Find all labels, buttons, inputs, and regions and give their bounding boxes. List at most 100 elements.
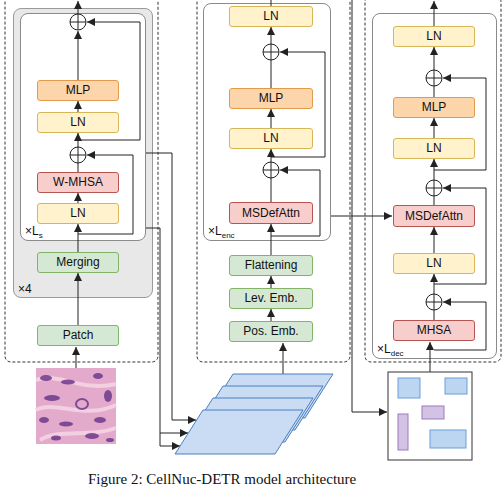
flow-arrow <box>434 118 435 138</box>
flow-line <box>78 31 79 80</box>
flow-arrow <box>78 101 79 112</box>
flow-arrow <box>271 109 272 128</box>
feature-map <box>185 398 313 442</box>
decoder-frame <box>365 0 501 362</box>
detection-canvas <box>388 372 472 460</box>
embedding-box: Flattening <box>229 255 313 276</box>
flow-arrow <box>434 274 435 320</box>
block-label: Merging <box>56 256 99 269</box>
repeat-count: ×L <box>377 342 391 356</box>
nucleus <box>61 380 75 385</box>
detection-box <box>398 414 408 450</box>
embedding-box: Pos. Emb. <box>229 321 313 342</box>
norm-box: LN <box>393 253 475 274</box>
flow-arrow <box>434 47 435 97</box>
attention-box: MSDefAttn <box>229 202 313 224</box>
block-label: MLP <box>422 101 447 114</box>
residual-line <box>434 78 486 170</box>
residual-line <box>271 170 320 236</box>
nucleus <box>93 373 103 379</box>
stage-group: ×4 ×Ls MLP LN W-MHSA LN Merging <box>13 8 153 298</box>
nucleus <box>106 438 114 442</box>
norm-box: LN <box>393 26 475 47</box>
tissue-background <box>36 368 116 444</box>
repeat-label: ×Lenc <box>208 223 235 239</box>
flow-arrow <box>271 276 272 288</box>
norm-box: LN <box>229 128 313 149</box>
repeat-subscript: s <box>39 231 43 240</box>
block-label: LN <box>70 207 85 220</box>
block-label: LN <box>70 116 85 129</box>
norm-box: LN <box>37 112 119 133</box>
feature-map <box>205 374 333 418</box>
sum-symbol <box>426 180 442 196</box>
nucleus <box>51 436 61 441</box>
mlp-box: MLP <box>393 97 475 118</box>
residual-line <box>434 302 486 350</box>
nucleus <box>44 395 60 401</box>
flow-arrow <box>271 27 272 88</box>
figure-caption: Figure 2: CellNuc-DETR model architectur… <box>88 471 356 488</box>
feature-line <box>146 228 180 446</box>
nucleus <box>104 390 112 402</box>
repeat-label: ×Ls <box>25 223 43 239</box>
block-label: MHSA <box>417 324 452 337</box>
block-label: LN <box>263 132 278 145</box>
mlp-box: MLP <box>229 88 313 109</box>
flow-arrow <box>271 149 272 202</box>
block-label: MSDefAttn <box>242 207 300 220</box>
flow-arrow <box>434 227 435 253</box>
block-label: LN <box>263 10 278 23</box>
repeat-count: ×L <box>25 224 39 238</box>
repeat-label: ×4 <box>18 281 32 296</box>
flow-arrow <box>78 133 79 172</box>
nucleus <box>40 375 52 381</box>
sum-symbol <box>263 162 279 178</box>
block-label: MSDefAttn <box>405 210 463 223</box>
tissue-image <box>36 368 116 444</box>
flow-arrow <box>78 224 79 252</box>
encoder-frame <box>197 0 350 362</box>
repeat-count: ×4 <box>18 282 32 296</box>
nucleus <box>94 417 106 423</box>
input-line <box>76 347 77 368</box>
output-line <box>78 1 79 14</box>
attention-box: MHSA <box>393 320 475 341</box>
block-label: LN <box>426 30 441 43</box>
norm-box: LN <box>229 6 313 27</box>
flow-arrow <box>78 273 79 325</box>
repeat-block: ×Ls MLP LN W-MHSA LN <box>20 13 146 241</box>
memory-line <box>331 216 392 217</box>
block-label: Flattening <box>245 259 298 272</box>
detection-box <box>422 406 444 419</box>
repeat-block: ×LdecLNMLPLNMSDefAttnLNMHSA <box>372 13 497 359</box>
nucleus <box>39 417 49 423</box>
output-line <box>434 1 435 26</box>
input-line <box>430 342 431 372</box>
detection-box <box>398 378 420 398</box>
backbone-frame <box>5 0 158 362</box>
block-label: Pos. Emb. <box>243 325 298 338</box>
mlp-box: MLP <box>37 80 119 101</box>
nucleus <box>76 399 88 409</box>
residual-line <box>271 52 325 157</box>
repeat-block: ×Lenc LN MLP LN MSDefAttn <box>203 3 331 241</box>
block-label: LN <box>426 142 441 155</box>
residual-line <box>78 155 133 234</box>
feature-map <box>175 410 303 454</box>
query-line <box>352 0 387 412</box>
residual-line <box>434 188 486 284</box>
flow-arrow <box>78 193 79 203</box>
repeat-label: ×Ldec <box>377 341 404 357</box>
feature-maps <box>175 374 333 454</box>
attention-box: MSDefAttn <box>393 205 475 227</box>
detection-image <box>388 372 472 460</box>
embedding-box: Merging <box>37 252 119 273</box>
embedding-box: Patch <box>37 325 119 346</box>
flow-arrow <box>271 309 272 321</box>
block-label: W-MHSA <box>53 176 103 189</box>
repeat-subscript: enc <box>222 231 235 240</box>
flow-arrow <box>434 159 435 205</box>
feature-line <box>160 433 188 434</box>
